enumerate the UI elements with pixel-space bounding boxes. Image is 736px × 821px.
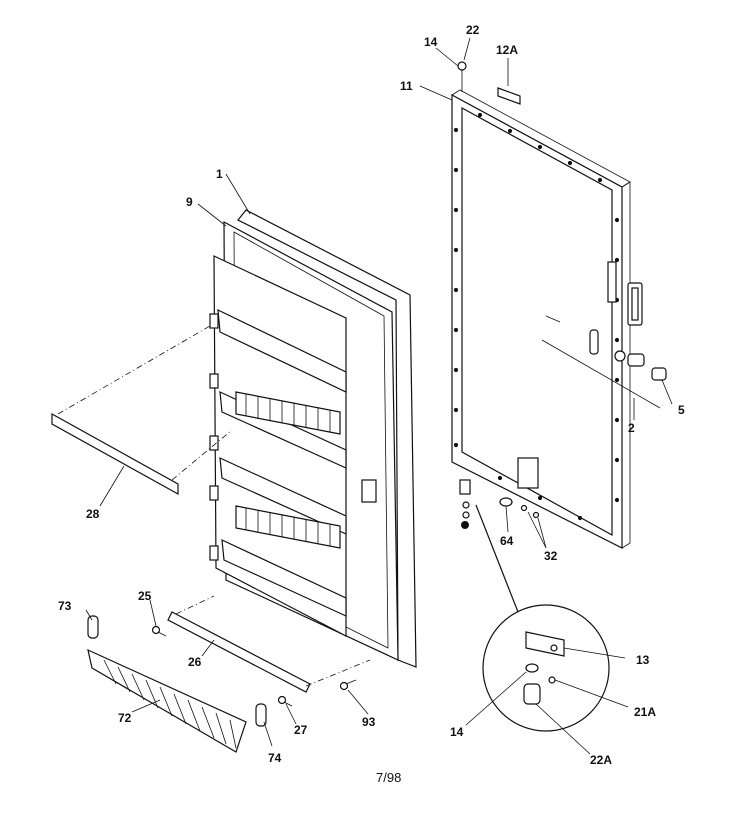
- callout-64: 64: [500, 534, 514, 548]
- basket-clip-73: [87, 615, 99, 639]
- callouts: 1 9 14 22 12A 11 5 2 28 64 32 13 21A 14 …: [58, 23, 685, 767]
- callout-93: 93: [362, 715, 376, 729]
- callout-22: 22: [466, 23, 480, 37]
- callout-12A: 12A: [496, 43, 518, 57]
- callout-74: 74: [268, 751, 282, 765]
- callout-9: 9: [186, 195, 193, 209]
- date-code: 7/98: [376, 770, 401, 785]
- callout-26: 26: [188, 655, 202, 669]
- callout-22A: 22A: [590, 753, 612, 767]
- callout-21A: 21A: [634, 705, 656, 719]
- inner-door-liner: [209, 209, 417, 668]
- lock-assembly: [541, 315, 667, 409]
- callout-28: 28: [86, 507, 100, 521]
- callout-27: 27: [294, 723, 308, 737]
- basket-clip-74: [255, 703, 267, 727]
- callout-5: 5: [678, 403, 685, 417]
- screw-27: [277, 695, 293, 707]
- callout-14-detail: 14: [450, 725, 464, 739]
- callout-32: 32: [544, 549, 558, 563]
- callout-13: 13: [636, 653, 650, 667]
- hinge-hardware: [459, 479, 540, 613]
- leader-lines: [85, 37, 673, 747]
- door-shelf-bar-lower: [167, 595, 371, 693]
- callout-73: 73: [58, 599, 72, 613]
- screw-25: [151, 625, 167, 637]
- top-screw: [457, 61, 467, 92]
- callout-14-top: 14: [424, 35, 438, 49]
- callout-2: 2: [628, 421, 635, 435]
- panel-screw-holes: [453, 112, 620, 521]
- outer-door-panel: [451, 89, 631, 549]
- door-basket: [87, 648, 247, 753]
- wire-shelf-lower: [235, 505, 341, 549]
- door-handle: [627, 282, 643, 326]
- callout-11: 11: [400, 79, 413, 93]
- label-plate: [497, 87, 521, 105]
- callout-72: 72: [118, 711, 132, 725]
- callout-1: 1: [216, 167, 223, 181]
- wire-shelf-upper: [235, 391, 341, 435]
- hinge-detail-circle: [465, 604, 629, 755]
- callout-25: 25: [138, 589, 152, 603]
- screw-93: [339, 679, 357, 691]
- door-shelf-bar-upper: [51, 325, 233, 496]
